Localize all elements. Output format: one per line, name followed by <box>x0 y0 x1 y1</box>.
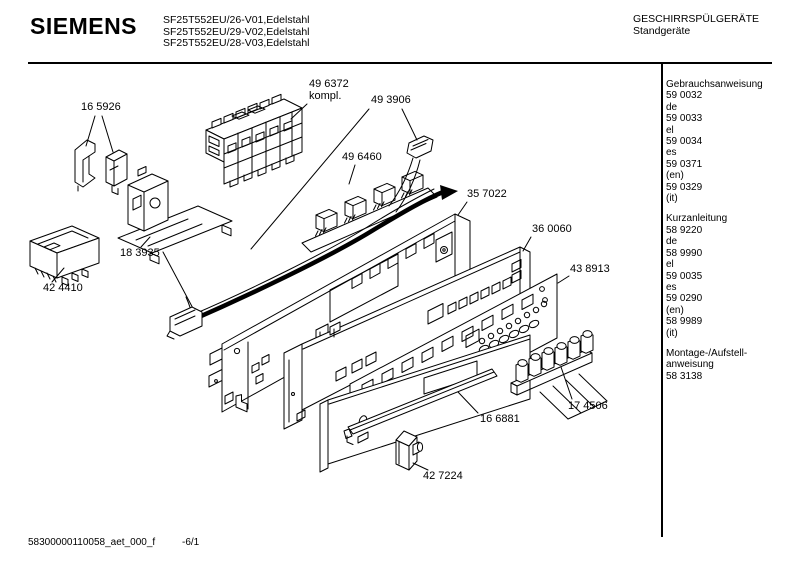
part-drawing-35-7022 <box>209 214 470 412</box>
model-line: SF25T552EU/29-V02,Edelstahl <box>163 25 310 38</box>
documents-panel: Gebrauchsanweisung 59 0032 de 59 0033 el… <box>666 79 796 391</box>
part-label-49-3906: 49 3906 <box>371 94 411 106</box>
part-label-49-6372: 49 6372 kompl. <box>309 78 349 102</box>
product-type: Standgeräte <box>633 24 691 37</box>
part-label-36-0060: 36 0060 <box>532 223 572 235</box>
part-drawing-16-5926 <box>75 140 127 195</box>
part-label-43-8913: 43 8913 <box>570 263 610 275</box>
part-drawing-42-7224 <box>396 431 423 470</box>
pointer-lines <box>52 104 572 470</box>
part-label-18-3935: 18 3935 <box>120 247 160 259</box>
doc-section-title: Montage-/Aufstell- <box>666 347 748 359</box>
header-divider <box>28 62 772 64</box>
part-note: kompl. <box>309 89 342 102</box>
part-drawing-17-4506 <box>511 331 607 419</box>
product-category: GESCHIRRSPÜLGERÄTE Standgeräte <box>633 13 760 38</box>
product-line: GESCHIRRSPÜLGERÄTE <box>633 13 760 25</box>
part-drawing-49-6372 <box>206 94 302 187</box>
part-number: 49 6372 <box>309 78 349 90</box>
part-drawing-16-6881 <box>344 369 497 445</box>
doc-section-title: anweisung <box>666 359 714 371</box>
doc-section-gebrauchsanweisung: Gebrauchsanweisung 59 0032 de 59 0033 el… <box>666 79 796 204</box>
model-line: SF25T552EU/26-V01,Edelstahl <box>163 14 310 26</box>
part-label-35-7022: 35 7022 <box>467 188 507 200</box>
part-drawing-36-0060 <box>284 247 530 429</box>
part-drawing-42-4410 <box>30 226 99 286</box>
part-label-49-6460: 49 6460 <box>342 151 382 163</box>
doc-section-kurzanleitung: Kurzanleitung 58 9220 de 58 9990 el 59 0… <box>666 213 796 338</box>
part-label-42-4410: 42 4410 <box>43 282 83 294</box>
part-label-16-6881: 16 6881 <box>480 413 520 425</box>
doc-section-title: Gebrauchsanweisung <box>666 79 763 90</box>
sheet-number: -6/1 <box>182 537 200 548</box>
model-list: SF25T552EU/26-V01,Edelstahl SF25T552EU/2… <box>163 14 310 50</box>
part-label-16-5926: 16 5926 <box>81 101 121 113</box>
doc-section-title: Kurzanleitung <box>666 213 728 225</box>
part-drawing-49-3906 <box>163 136 458 339</box>
drawing-id: 58300000110058_aet_000_f <box>28 537 156 548</box>
model-line: SF25T552EU/28-V03,Edelstahl <box>163 37 310 50</box>
part-label-17-4506: 17 4506 <box>568 400 608 412</box>
sidebar-divider <box>661 62 663 537</box>
siemens-logo: SIEMENS <box>30 13 138 39</box>
doc-section-montageanweisung: Montage-/Aufstell- anweisung 58 3138 <box>666 348 796 382</box>
part-label-42-7224: 42 7224 <box>423 470 463 482</box>
